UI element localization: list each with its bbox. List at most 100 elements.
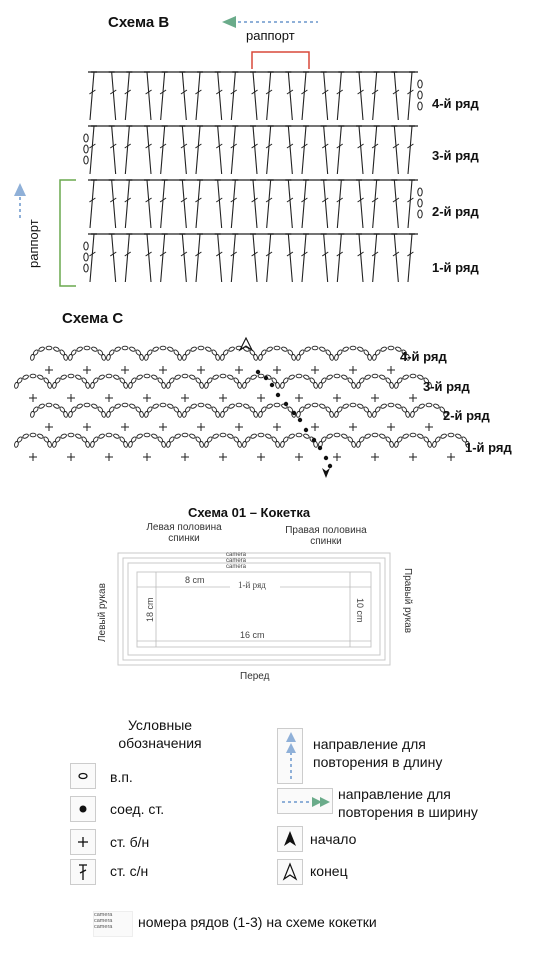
scheme-c-chain-stitch <box>70 406 77 413</box>
scheme-b-stitch-bar <box>336 251 344 257</box>
scheme-c-slip-stitch <box>269 382 275 388</box>
scheme-b-double-crochet <box>89 125 95 175</box>
scheme-b-stitch-bar <box>251 143 258 149</box>
scheme-c-chain-stitch <box>320 377 327 384</box>
scheme-c-chain-stitch <box>197 402 205 408</box>
scheme-c-chain-stitch <box>152 403 159 409</box>
scheme-b-double-crochet <box>217 125 223 175</box>
scheme-c-slip-stitch <box>255 369 261 375</box>
scheme-c-start-marker <box>322 468 330 478</box>
scheme-b-double-crochet <box>217 179 223 229</box>
scheme-c-chain-stitch <box>303 374 310 380</box>
scheme-b-stitch-bar <box>371 143 379 149</box>
scheme-c-chain-stitch <box>409 373 417 379</box>
scheme-c-chain-stitch <box>288 433 295 439</box>
scheme-b-stitch-bar <box>357 251 364 257</box>
scheme-c-chain-stitch <box>212 374 219 380</box>
scheme-b-chain-stitch <box>417 101 423 111</box>
scheme-c-chain-stitch <box>114 403 121 409</box>
legend-start-label: начало <box>310 831 357 847</box>
scheme-b-double-crochet <box>372 71 378 121</box>
scheme-b-double-crochet <box>358 125 364 175</box>
legend-slip-label: соед. ст. <box>110 801 165 817</box>
scheme-c-slip-stitch <box>311 437 317 443</box>
scheme-b-double-crochet <box>146 233 152 283</box>
scheme-c-chain-stitch <box>336 349 343 356</box>
scheme-c-chain-stitch <box>291 353 296 361</box>
scheme-c-chain-stitch <box>16 377 23 384</box>
scheme-b-double-crochet <box>217 233 223 283</box>
start-marker-icon <box>277 826 303 852</box>
scheme-c-chain-stitch <box>364 433 371 439</box>
scheme-c-slip-stitch <box>275 392 281 398</box>
scheme-c-slip-stitch <box>317 445 323 451</box>
scheme-c-chain-stitch <box>367 410 372 418</box>
scheme-b-stitch-bar <box>215 251 223 257</box>
scheme-c-chain-stitch <box>63 353 68 361</box>
scheme-c-chain-stitch <box>440 433 447 439</box>
scheme-c-chain-stitch <box>396 436 403 443</box>
scheme-b-row-2: 2-й ряд <box>432 204 479 219</box>
scheme-b-stitch-bar <box>265 89 273 95</box>
scheme-b-stitch-bar <box>159 143 167 149</box>
scheme-c-slip-stitch <box>303 427 309 433</box>
scheme-c-chain-stitch <box>417 374 424 380</box>
scheme-c-chain-stitch <box>358 377 365 384</box>
scheme-b-double-crochet <box>230 179 236 229</box>
scheme-b-double-crochet <box>160 125 166 175</box>
scheme-b-stitch-bar <box>230 251 238 257</box>
scheme-c-slip-stitch <box>297 417 303 423</box>
scheme-b-stitch-bar <box>89 251 96 257</box>
scheme-b-double-crochet <box>160 71 166 121</box>
scheme-b-stitch-bar <box>265 251 273 257</box>
scheme-c-slip-stitch <box>291 410 297 416</box>
scheme-c-chain-stitch <box>374 349 381 356</box>
scheme-c-chain-stitch <box>329 353 334 361</box>
scheme-b-title: Схема B <box>108 14 170 31</box>
scheme-b-double-crochet <box>323 233 329 283</box>
scheme-b-stitch-bar <box>286 251 294 257</box>
scheme-c-chain-stitch <box>190 403 197 409</box>
scheme-c-chain-stitch <box>387 402 395 408</box>
scheme-b-stitch-bar <box>195 251 202 257</box>
scheme-c-chain-stitch <box>184 349 191 356</box>
chain-stitch-icon <box>70 763 96 789</box>
scheme-b-double-crochet <box>301 71 307 121</box>
scheme-b-stitch-bar <box>321 89 329 95</box>
scheme-c-chain-stitch <box>38 346 45 352</box>
scheme-c-chain-stitch <box>152 346 159 352</box>
scheme-c-chain-stitch <box>304 346 311 352</box>
scheme-b-double-crochet <box>336 179 342 229</box>
scheme-b-chain-stitch <box>83 155 89 165</box>
scheme-b-double-crochet <box>301 125 307 175</box>
scheme-c-chain-stitch <box>83 402 91 408</box>
scheme-c-chain-stitch <box>143 432 151 438</box>
scheme-c-chain-stitch <box>402 433 409 439</box>
scheme-01-dim-right: 10 cm <box>355 598 365 623</box>
scheme-c-chain-stitch <box>341 433 348 439</box>
legend-row-numbers: номера рядов (1-3) на схеме кокетки <box>138 914 377 930</box>
scheme-c-chain-stitch <box>181 373 189 379</box>
scheme-b-stitch-bar <box>321 251 329 257</box>
scheme-b-chain-stitch <box>417 198 423 208</box>
scheme-b-stitch-bar <box>371 251 379 257</box>
scheme-b-stitch-bar <box>407 197 414 203</box>
scheme-b-stitch-bar <box>145 89 152 95</box>
scheme-c-chain-stitch <box>329 410 334 418</box>
scheme-b-double-crochet <box>252 71 258 121</box>
scheme-c-chain-stitch <box>281 346 288 352</box>
scheme-b-stitch-bar <box>371 89 379 95</box>
scheme-b-stitch-bar <box>286 89 294 95</box>
scheme-c-chain-stitch <box>22 374 29 380</box>
scheme-c-end-marker <box>238 336 254 352</box>
scheme-c-chain-stitch <box>379 374 386 380</box>
legend-end-label: конец <box>310 863 348 879</box>
scheme-c-chain-stitch <box>282 377 289 384</box>
scheme-b-double-crochet <box>111 125 117 175</box>
legend-title: Условные обозначения <box>104 716 216 752</box>
scheme-b-stitch-bar <box>321 143 329 149</box>
scheme-c-chain-stitch <box>364 374 371 380</box>
scheme-b-stitch-bar <box>407 89 414 95</box>
scheme-b-double-crochet <box>266 179 272 229</box>
